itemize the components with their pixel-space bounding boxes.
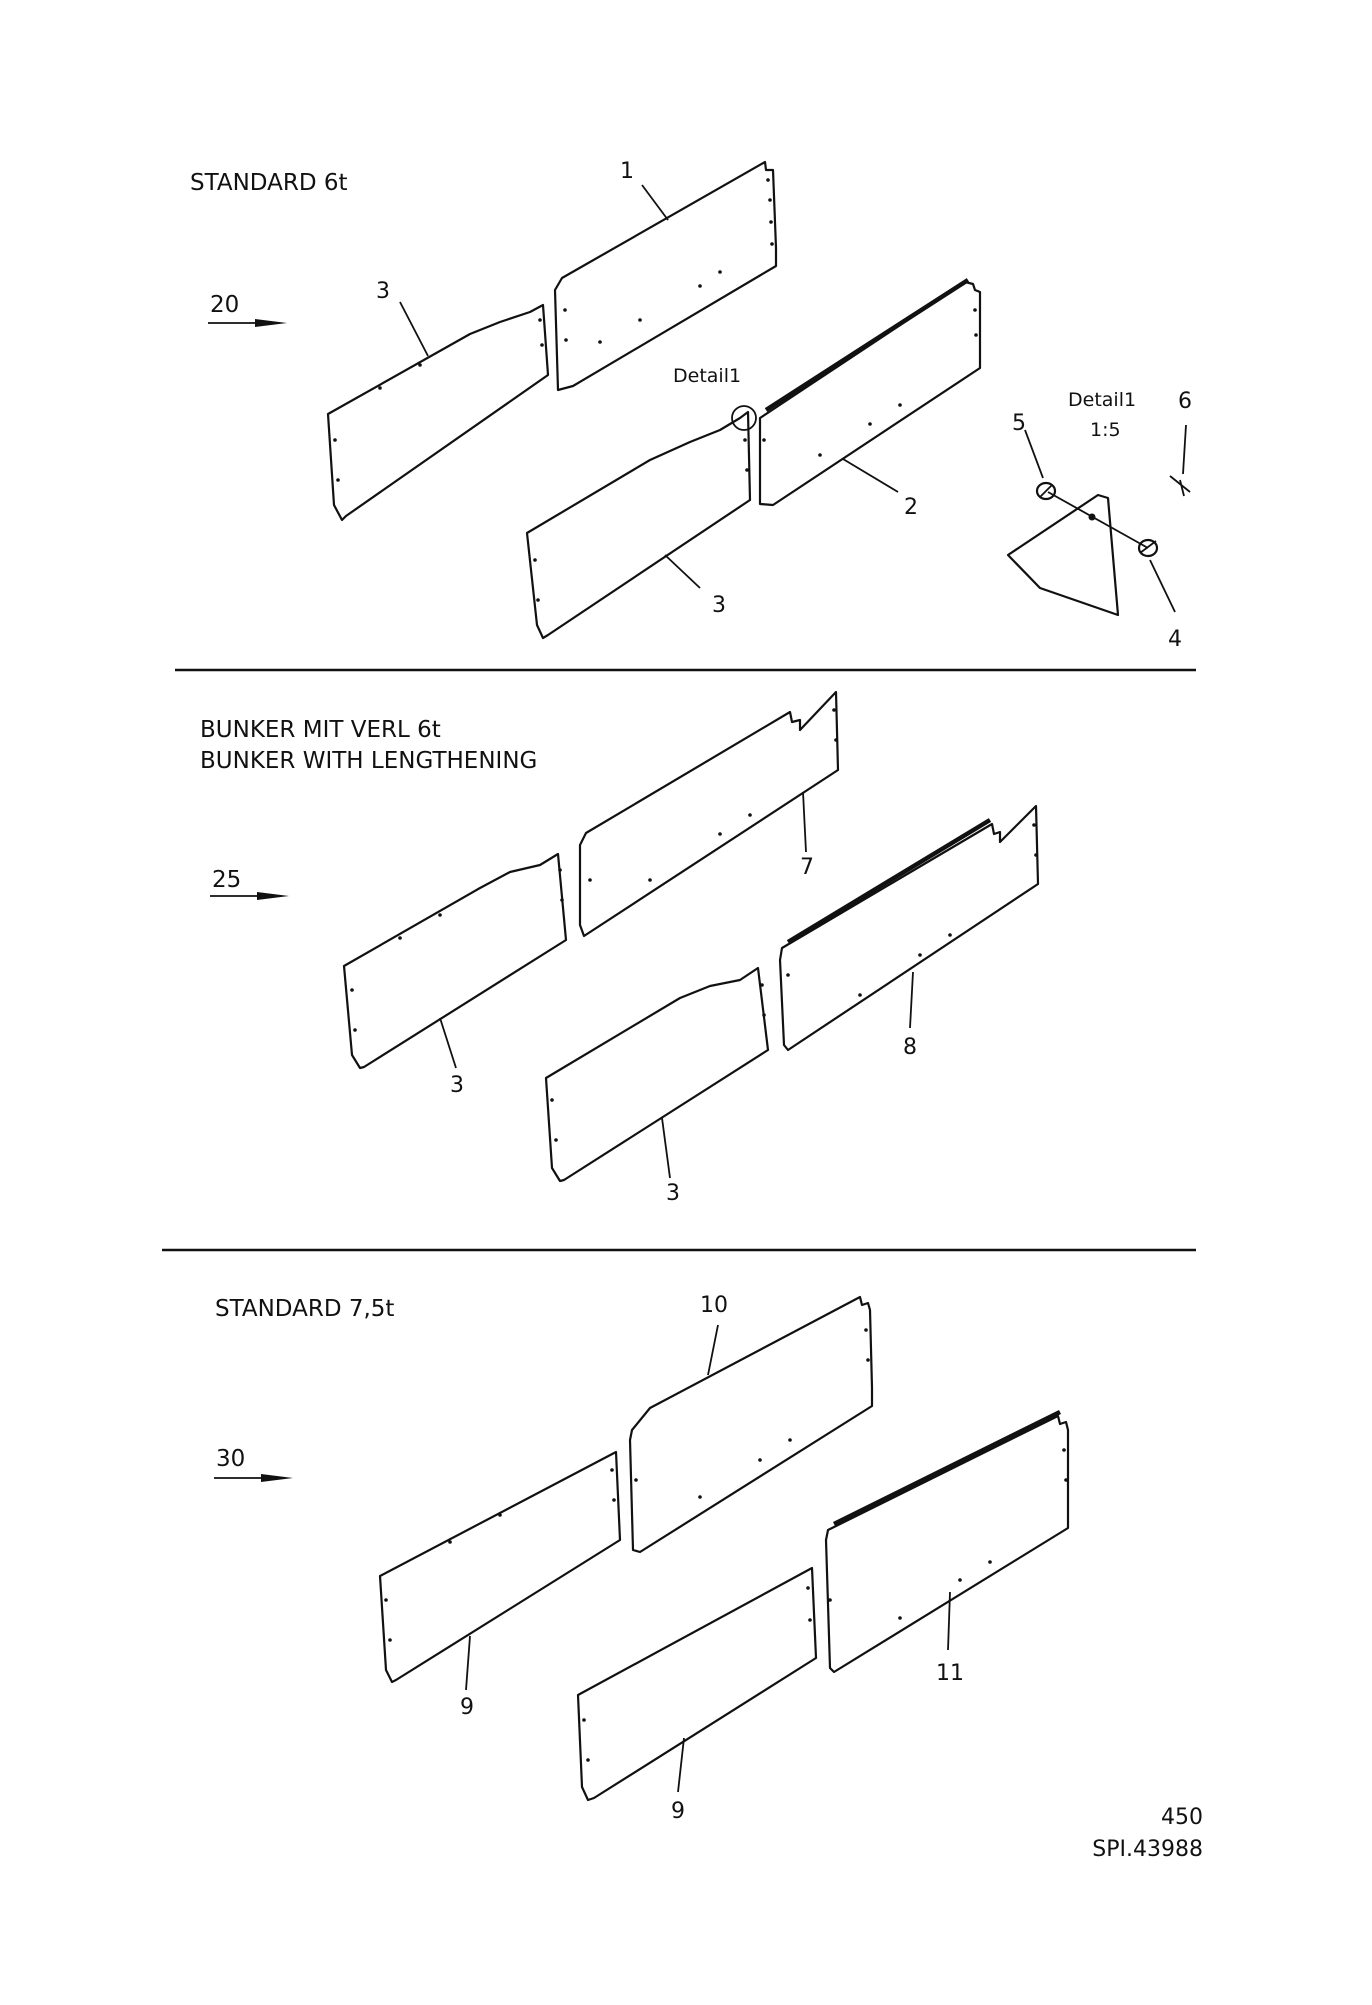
panel-1 <box>553 160 778 392</box>
callout-10: 10 <box>700 1293 728 1318</box>
callout-9-upper: 9 <box>460 1695 474 1720</box>
panel-3-lower <box>544 966 770 1183</box>
detail1-view: Detail1 1:5 5 6 4 <box>1006 389 1192 652</box>
page-number: 450 <box>1161 1805 1203 1830</box>
panel-11-edge-strip <box>833 1409 1061 1527</box>
callout-9-lower: 9 <box>671 1799 685 1824</box>
detail1-gusset-plate <box>1006 493 1120 617</box>
panel-11 <box>824 1414 1070 1674</box>
panel-9-upper <box>378 1450 622 1684</box>
detail-marker-circle <box>731 405 757 431</box>
panel-2 <box>758 280 982 507</box>
panel-3-lower <box>525 410 752 640</box>
panel-9-lower-holes <box>582 1586 812 1762</box>
callout-1: 1 <box>620 159 634 184</box>
drawing-id: SPI.43988 <box>1092 1837 1203 1862</box>
detail1-title: Detail1 <box>1068 389 1136 411</box>
group-arrow <box>210 892 289 900</box>
panel-3-lower-holes <box>533 438 749 602</box>
callout-2: 2 <box>904 495 918 520</box>
group-number: 25 <box>212 867 241 893</box>
group-arrow <box>214 1474 293 1482</box>
panel-9-upper-holes <box>384 1468 616 1642</box>
callout-7: 7 <box>800 855 814 880</box>
panel-2-edge-strip <box>764 278 970 412</box>
nut-part-4 <box>1137 538 1159 558</box>
group-number: 20 <box>210 292 239 318</box>
group-number: 30 <box>216 1446 245 1472</box>
panel-11-holes <box>828 1448 1068 1620</box>
callout-6: 6 <box>1178 389 1192 414</box>
washer-part-5 <box>1035 481 1057 501</box>
panel-10-holes <box>634 1328 870 1499</box>
panel-1-holes <box>563 178 774 344</box>
panel-8-holes <box>786 823 1038 997</box>
panel-3-upper <box>326 303 550 522</box>
detail1-label: Detail1 <box>673 365 741 387</box>
panel-10 <box>628 1295 874 1554</box>
section-title-en: BUNKER WITH LENGTHENING <box>200 748 537 774</box>
callout-4: 4 <box>1168 627 1182 652</box>
section-bunker-lengthening: BUNKER MIT VERL 6t BUNKER WITH LENGTHENI… <box>200 690 1040 1206</box>
callout-5: 5 <box>1012 411 1026 436</box>
panel-3-lower-holes <box>550 983 766 1142</box>
callout-3-lower: 3 <box>666 1181 680 1206</box>
panel-3-upper <box>342 852 568 1070</box>
panel-8 <box>778 804 1040 1052</box>
panel-7 <box>578 690 840 938</box>
section-standard-7-5t: STANDARD 7,5t 30 <box>214 1293 1070 1824</box>
callout-3-upper: 3 <box>450 1073 464 1098</box>
callout-3-upper: 3 <box>376 279 390 304</box>
section-standard-6t: STANDARD 6t 20 <box>190 159 1192 652</box>
callout-3-lower: 3 <box>712 593 726 618</box>
section-title-de: BUNKER MIT VERL 6t <box>200 717 441 743</box>
section-title: STANDARD 6t <box>190 170 348 196</box>
detail1-scale: 1:5 <box>1090 419 1121 441</box>
panel-8-edge-strip <box>786 818 992 944</box>
panel-3-upper-holes <box>350 868 564 1032</box>
panel-2-holes <box>762 308 978 457</box>
section-title: STANDARD 7,5t <box>215 1296 394 1322</box>
callout-11: 11 <box>936 1661 964 1686</box>
bolt-part-6 <box>1169 475 1191 493</box>
panel-9-lower <box>576 1566 818 1802</box>
panel-7-holes <box>588 708 838 882</box>
group-arrow <box>208 319 287 327</box>
panel-3-upper-holes <box>333 318 544 482</box>
callout-8: 8 <box>903 1035 917 1060</box>
